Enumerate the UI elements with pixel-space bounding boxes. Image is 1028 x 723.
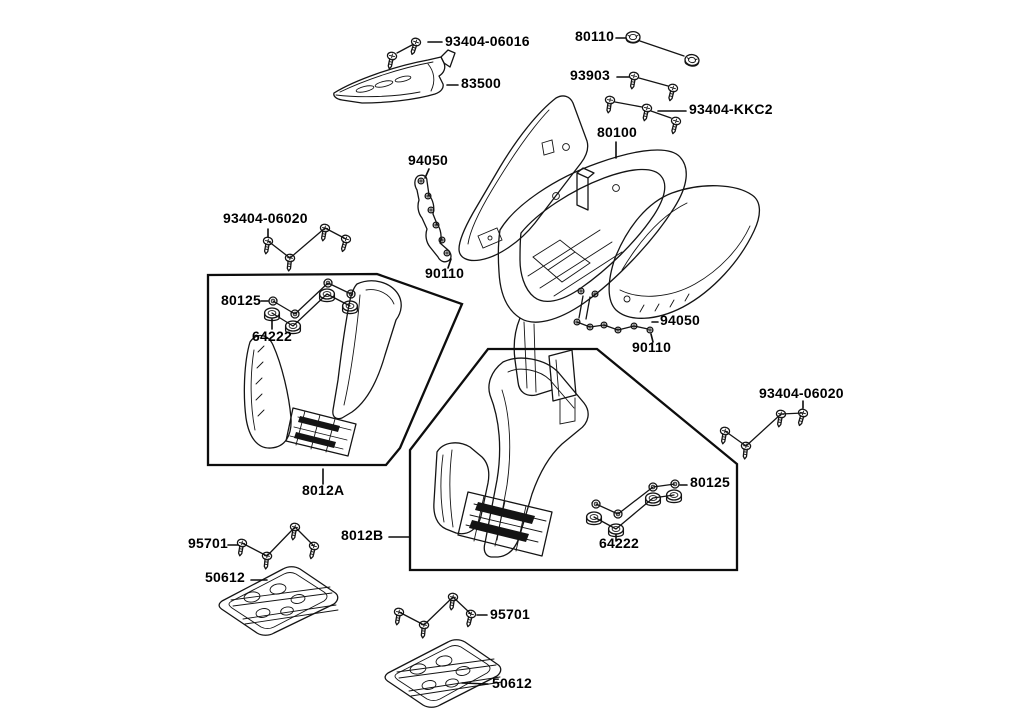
hardware-80110 [625,30,701,68]
hardware-93404-kkc2 [602,95,683,136]
hardware-95701-bottom [391,592,478,640]
screw-icon [391,606,405,627]
screw-icon [667,115,683,136]
bolt-icon [646,326,654,334]
part-label-80100: 80100 [597,124,637,140]
rubber-nut-icon [585,511,603,526]
hardware-80125-64222-left [263,278,359,335]
part-label-8012a: 8012A [302,482,345,498]
bolt-icon [427,206,435,214]
bolt-icon [591,290,599,298]
bolt-icon [443,249,451,257]
part-label-90110-left: 90110 [425,265,465,281]
hardware-93404-06020-right [717,407,810,461]
part-label-64222-right: 64222 [599,535,639,551]
part-label-80125-right: 80125 [690,474,730,490]
bracket-94050-left [415,175,451,262]
part-label-90110-right: 90110 [632,339,672,355]
screw-icon [337,233,353,254]
body-panel-left [459,96,588,261]
rear-body-cover-80100 [478,150,686,424]
screw-icon [794,407,810,428]
bolt-icon [573,318,581,326]
bolt-icon [577,287,585,295]
screw-icon [260,551,273,571]
part-label-8012b: 8012B [341,527,384,543]
part-label-50612-bottom: 50612 [492,675,532,691]
part-label-93404-06016: 93404-06016 [445,33,530,49]
part-label-95701-bottom: 95701 [490,606,530,622]
part-label-64222-left: 64222 [252,328,292,344]
rubber-nut-icon [644,492,662,507]
screw-icon [384,50,398,71]
hardware-80125-64222-right [585,479,683,538]
grommet-icon [625,30,641,44]
part-label-50612-left: 50612 [205,569,245,585]
grommet-icon [683,53,701,68]
screw-icon [283,253,296,273]
callout-box-8012a [208,274,462,465]
bolt-icon [630,322,638,330]
bolt-icon [424,192,432,200]
part-label-83500: 83500 [461,75,501,91]
screw-icon [626,70,640,91]
hardware-93404-06016 [384,36,423,71]
cover-plate-83500 [334,50,455,103]
part-label-94050-left: 94050 [408,152,448,168]
screw-icon [602,95,616,115]
skid-plate-50612-bottom [385,640,502,708]
bolt-icon [432,221,440,229]
screw-icon [639,102,653,123]
hardware-93903 [626,70,680,103]
part-label-93404-kkc2: 93404-KKC2 [689,101,773,117]
hardware-95701-left [234,521,321,571]
leader-lines [228,38,803,684]
bolt-icon [586,323,594,331]
bolt-icon [614,326,622,334]
part-label-80110: 80110 [575,28,615,44]
screw-icon [234,537,248,558]
part-label-80125-left: 80125 [221,292,261,308]
screw-icon [260,235,274,256]
bracket-94050-right [573,287,654,334]
skid-plate-50612-left [219,567,338,636]
part-label-95701-left: 95701 [188,535,228,551]
screw-icon [417,620,430,640]
callout-box-8012b [410,349,737,570]
part-label-93404-06020-right: 93404-06020 [759,385,844,401]
part-label-94050-right: 94050 [660,312,700,328]
body-panel-right [609,186,759,319]
bolt-icon [600,321,608,329]
part-label-93404-06020-left: 93404-06020 [223,210,308,226]
bolt-icon [438,236,446,244]
screw-icon [739,441,752,461]
bolt-icon [417,177,425,185]
footrest-assembly-8012b [434,358,588,557]
screw-icon [717,425,731,446]
footrest-assembly-8012a [244,281,401,456]
hardware-93404-06020-left [260,222,353,273]
part-label-93903: 93903 [570,67,610,83]
